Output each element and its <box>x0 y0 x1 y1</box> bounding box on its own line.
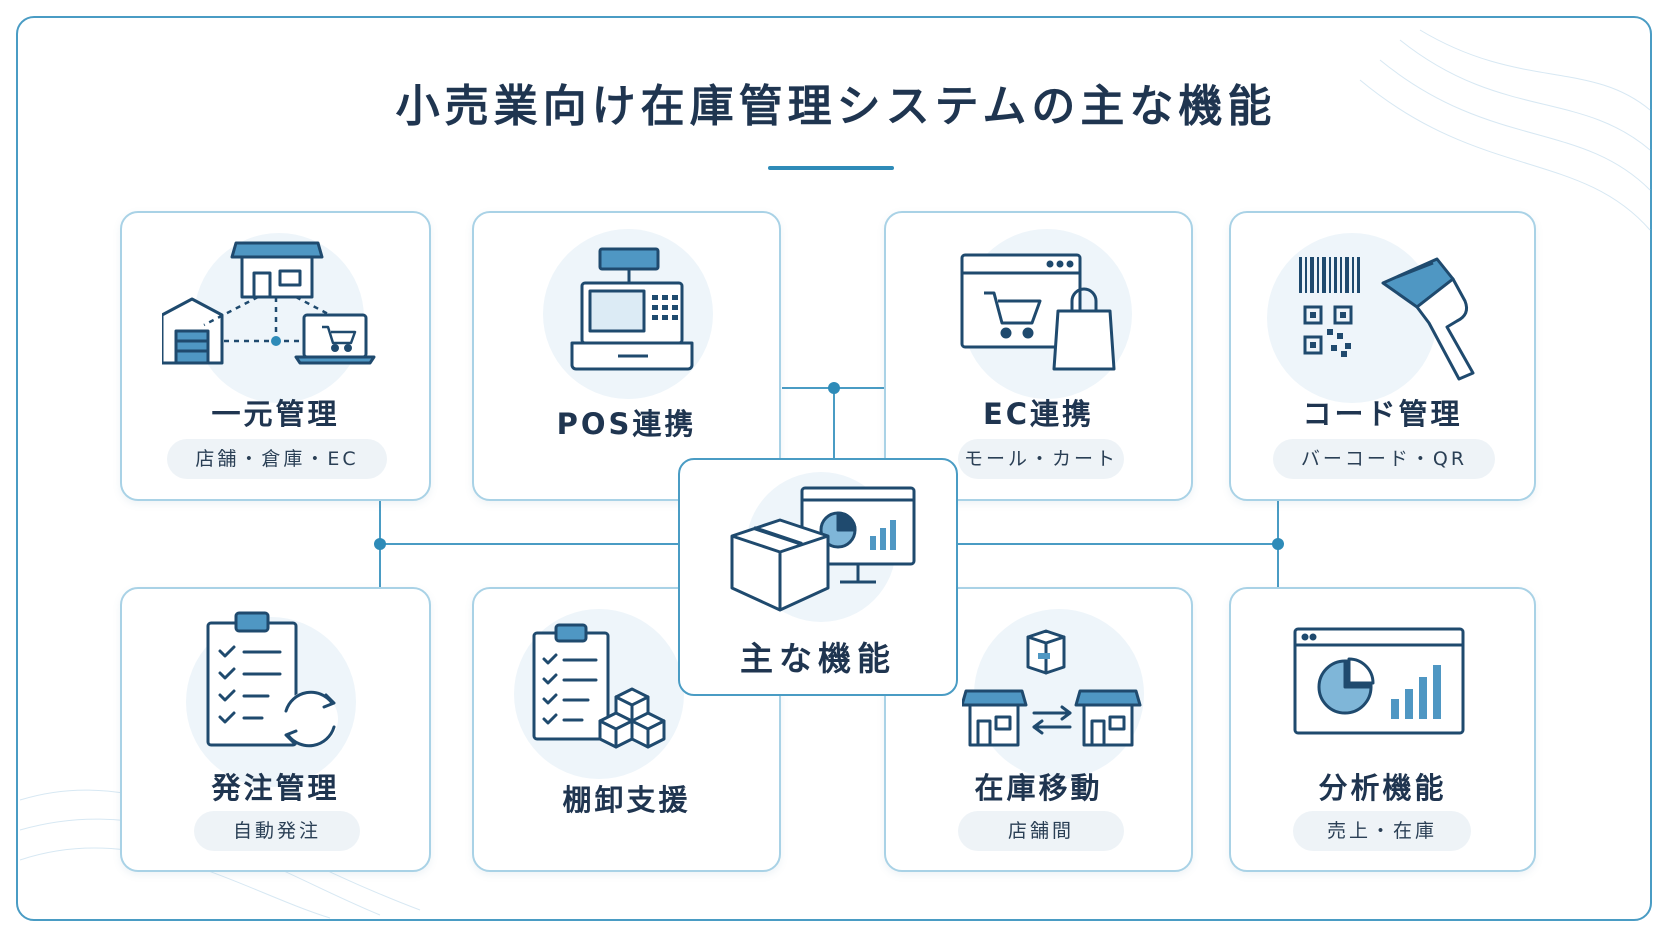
card-subtitle-pill: モール・カート <box>958 439 1124 479</box>
card-subtitle-pill: 店舗間 <box>958 811 1124 851</box>
feature-card-unified[interactable]: 一元管理 店舗・倉庫・EC <box>120 211 431 501</box>
card-subtitle-pill: 自動発注 <box>194 811 360 851</box>
card-title: 分析機能 <box>1318 771 1447 805</box>
card-subtitle-pill: 売上・在庫 <box>1293 811 1471 851</box>
feature-card-code[interactable]: コード管理 バーコード・QR <box>1229 211 1536 501</box>
feature-card-pos[interactable]: POS連携 <box>472 211 781 501</box>
ec-browser-cart-bag-icon <box>960 253 1116 371</box>
analytics-dashboard-icon <box>1293 627 1465 735</box>
card-title: 一元管理 <box>211 397 340 431</box>
feature-card-order[interactable]: 発注管理 自動発注 <box>120 587 431 872</box>
clipboard-refresh-icon <box>206 611 338 748</box>
card-title: POS連携 <box>556 407 697 441</box>
store-transfer-icon <box>962 629 1142 747</box>
clipboard-boxes-icon <box>532 623 666 749</box>
feature-card-analytics[interactable]: 分析機能 売上・在庫 <box>1229 587 1536 872</box>
center-title: 主な機能 <box>740 639 896 678</box>
card-title: 発注管理 <box>211 771 340 805</box>
card-subtitle-pill: 店舗・倉庫・EC <box>167 439 387 479</box>
center-card-main-features[interactable]: 主な機能 <box>678 458 958 696</box>
store-warehouse-ec-network-icon <box>162 241 376 365</box>
card-subtitle-pill: バーコード・QR <box>1273 439 1495 479</box>
card-title: 在庫移動 <box>974 771 1103 805</box>
title-underline <box>768 166 894 170</box>
feature-card-stocktake[interactable]: 棚卸支援 <box>472 587 781 872</box>
page-title: 小売業向け在庫管理システムの主な機能 <box>395 81 1277 132</box>
card-title: コード管理 <box>1302 397 1463 431</box>
card-title: 棚卸支援 <box>562 783 691 817</box>
inventory-analytics-icon <box>730 486 916 612</box>
card-title: EC連携 <box>982 397 1095 431</box>
pos-register-icon <box>570 247 694 371</box>
feature-card-ec[interactable]: EC連携 モール・カート <box>884 211 1193 501</box>
barcode-qr-scanner-icon <box>1299 257 1475 381</box>
